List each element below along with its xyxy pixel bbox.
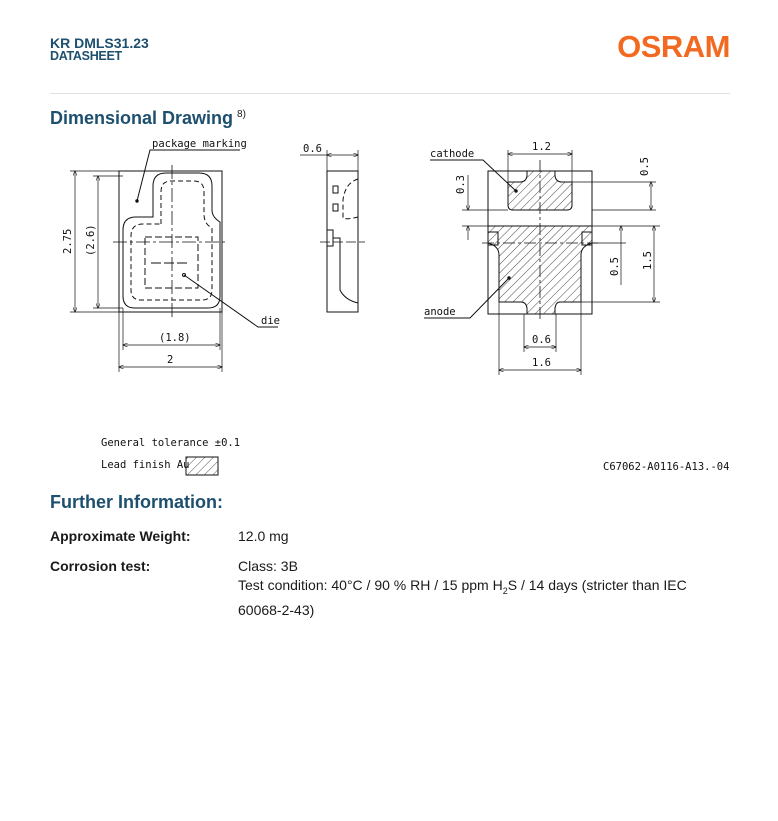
corrosion-label: Corrosion test: xyxy=(50,558,151,574)
dim-pad-gap: 0.3 xyxy=(455,175,467,194)
dim-side-thickness: 0.6 xyxy=(303,143,322,155)
document-type: DATASHEET xyxy=(50,49,122,63)
side-view xyxy=(300,150,365,313)
condition-text: Test condition: 40°C / 90 % RH / 15 ppm … xyxy=(238,577,503,593)
bottom-view xyxy=(424,150,660,375)
label-anode: anode xyxy=(424,306,456,318)
dim-anode-step: 0.5 xyxy=(609,257,621,276)
weight-label: Approximate Weight: xyxy=(50,528,191,544)
weight-value: 12.0 mg xyxy=(238,528,289,544)
product-name: KR DMLS31.23 xyxy=(50,35,149,51)
label-cathode: cathode xyxy=(430,148,474,160)
corrosion-condition: Test condition: 40°C / 90 % RH / 15 ppm … xyxy=(238,576,708,620)
condition-text-end: S / 14 days (stricter than IEC 60068-2-4… xyxy=(238,577,687,618)
corrosion-class: Class: 3B xyxy=(238,558,298,574)
label-package-marking: package marking xyxy=(152,138,247,150)
dim-top-gap: 0.5 xyxy=(639,157,651,176)
dim-inner-width: (1.8) xyxy=(159,332,191,344)
general-tolerance: General tolerance ±0.1 xyxy=(101,437,240,449)
dim-anode-height: 1.5 xyxy=(642,251,654,270)
header-divider xyxy=(50,93,730,94)
dim-height: 2.75 xyxy=(62,229,74,254)
label-die: die xyxy=(261,315,280,327)
front-view xyxy=(70,149,278,372)
lead-finish-swatch xyxy=(185,456,219,476)
dim-anode-width: 1.6 xyxy=(532,357,551,369)
section-title: Dimensional Drawing xyxy=(50,108,234,128)
lead-finish-label: Lead finish Au xyxy=(101,459,190,471)
footnote-ref: 8) xyxy=(237,109,246,120)
drawing-number: C67062-A0116-A13.-04 xyxy=(603,461,729,473)
dim-inner-height: (2.6) xyxy=(85,224,97,256)
dim-anode-tab: 0.6 xyxy=(532,334,551,346)
corrosion-details: Class: 3B Test condition: 40°C / 90 % RH… xyxy=(238,557,708,620)
dim-cathode-width: 1.2 xyxy=(532,141,551,153)
dim-width: 2 xyxy=(167,354,173,366)
subscript: 2 xyxy=(502,585,508,596)
osram-logo: OSRAM xyxy=(617,29,730,64)
further-information-heading: Further Information: xyxy=(50,492,223,512)
